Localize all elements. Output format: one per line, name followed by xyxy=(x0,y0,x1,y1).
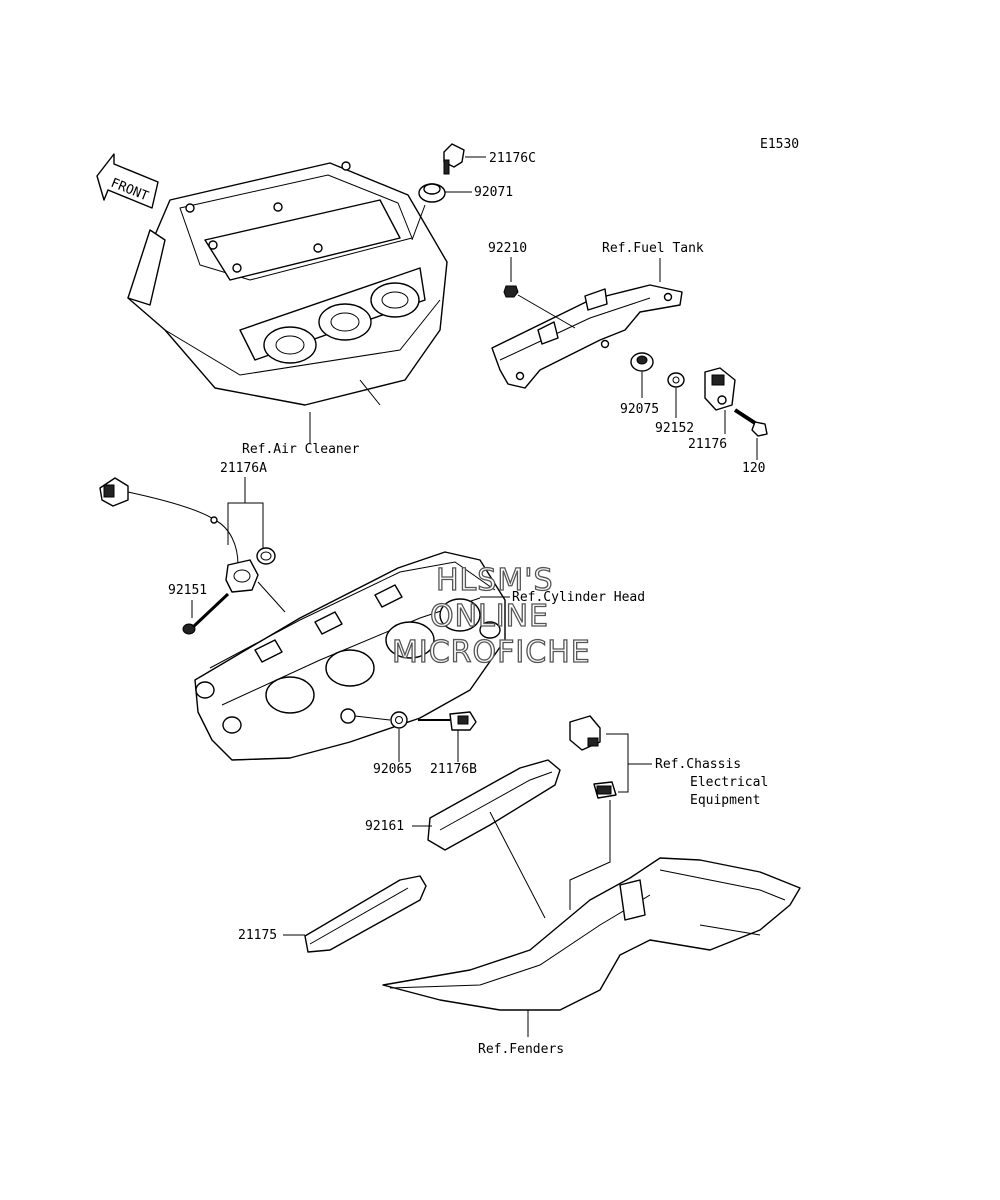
label-92210: 92210 xyxy=(488,241,527,256)
watermark-line-1: HLSM'S xyxy=(436,563,554,598)
part-21176B-sensor[interactable] xyxy=(418,711,477,731)
ref-chassis-line-1: Ref.Chassis xyxy=(655,757,741,772)
front-direction-arrow: FRONT xyxy=(96,153,159,209)
watermark-line-2: ONLINE xyxy=(430,599,549,634)
label-92152: 92152 xyxy=(655,421,694,436)
label-92065: 92065 xyxy=(373,762,412,777)
ref-chassis-line-3: Equipment xyxy=(690,793,760,808)
part-92151-bolt[interactable] xyxy=(182,592,230,635)
part-21176-sensor[interactable] xyxy=(704,367,736,411)
part-92065-washer[interactable] xyxy=(390,711,408,729)
part-92075-grommet[interactable] xyxy=(630,352,654,372)
air-cleaner-housing xyxy=(127,161,448,406)
part-92161-cover[interactable] xyxy=(427,759,561,851)
part-21175-ecu[interactable] xyxy=(304,875,427,953)
ref-air-cleaner: Ref.Air Cleaner xyxy=(242,442,360,457)
label-21176A: 21176A xyxy=(220,461,267,476)
ref-fuel-tank: Ref.Fuel Tank xyxy=(602,241,704,256)
label-21176: 21176 xyxy=(688,437,727,452)
ref-chassis-line-2: Electrical xyxy=(690,775,768,790)
part-92210-nut[interactable] xyxy=(503,285,519,298)
label-92161: 92161 xyxy=(365,819,404,834)
part-21176A-o-ring[interactable] xyxy=(256,547,276,565)
label-21176C: 21176C xyxy=(489,151,536,166)
cylinder-head xyxy=(194,551,506,761)
part-92152-collar[interactable] xyxy=(667,372,685,388)
chassis-connector xyxy=(593,781,617,799)
ref-fenders: Ref.Fenders xyxy=(478,1042,564,1057)
label-21176B: 21176B xyxy=(430,762,477,777)
label-21175: 21175 xyxy=(238,928,277,943)
label-92071: 92071 xyxy=(474,185,513,200)
watermark: HLSM'S ONLINE MICROFICHE xyxy=(391,562,591,670)
watermark-line-3: MICROFICHE xyxy=(392,635,591,670)
chassis-relay xyxy=(569,715,601,751)
part-120-bolt[interactable] xyxy=(733,408,768,437)
part-21176C-sensor[interactable] xyxy=(443,143,465,175)
diagram-code: E1530 xyxy=(760,137,799,152)
ref-cylinder-head: Ref.Cylinder Head xyxy=(512,590,645,605)
rear-fender-tray xyxy=(382,857,801,1011)
part-92071-grommet[interactable] xyxy=(418,183,446,203)
fuel-tank-bracket xyxy=(491,284,683,389)
part-21176A-sensor[interactable] xyxy=(99,477,259,593)
label-120: 120 xyxy=(742,461,765,476)
label-92151: 92151 xyxy=(168,583,207,598)
label-92075: 92075 xyxy=(620,402,659,417)
